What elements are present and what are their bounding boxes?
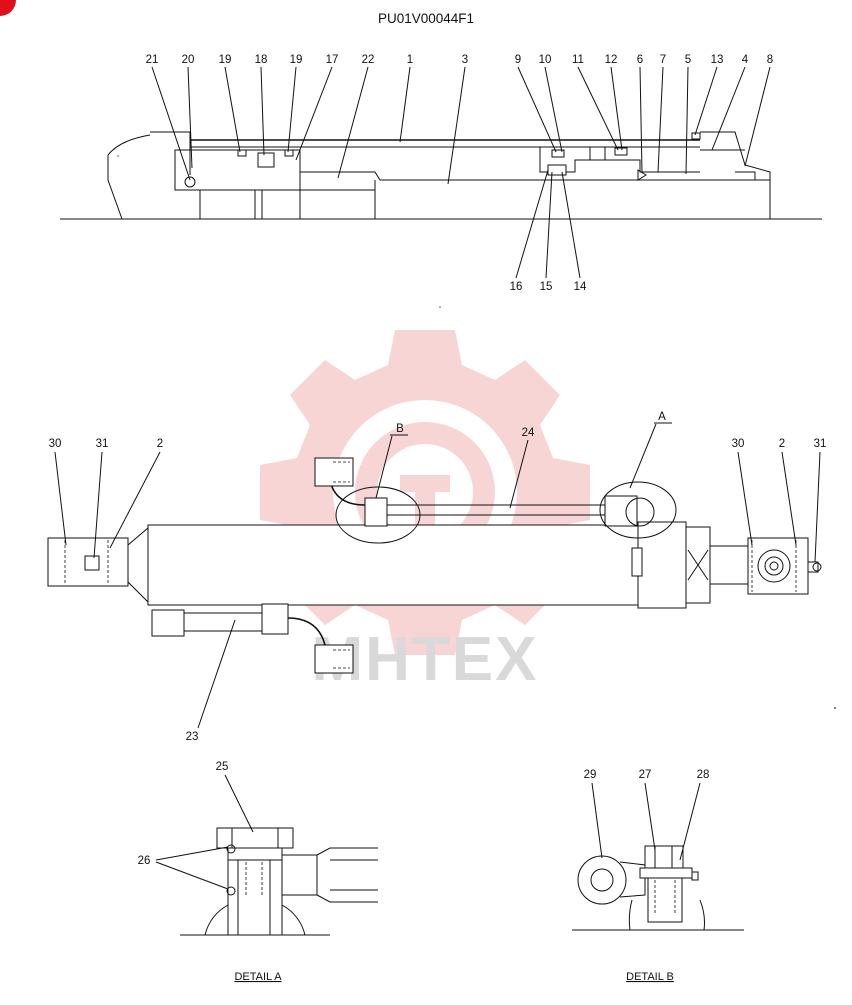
callout-label: A — [658, 411, 666, 423]
watermark-gear-logo — [260, 330, 590, 655]
callout-label: 14 — [574, 281, 587, 293]
callout-label: 3 — [462, 54, 468, 66]
callout-label: 13 — [711, 54, 724, 66]
callout-label: 23 — [186, 731, 199, 743]
callout-label: 17 — [326, 54, 339, 66]
section-callouts-bottom: 16 15 14 — [510, 169, 587, 293]
detail-b: 29 27 28 DETAIL B — [572, 769, 744, 983]
section-callouts-top: 21 20 19 18 19 17 22 1 3 9 10 11 12 6 7 … — [146, 54, 774, 66]
callout-label: 25 — [216, 761, 229, 773]
callout-label: 10 — [539, 54, 552, 66]
callout-label: 16 — [510, 281, 523, 293]
callout-label: 30 — [732, 438, 745, 450]
callout-label: 2 — [157, 438, 163, 450]
callout-label: B — [396, 423, 404, 435]
callout-label: 26 — [138, 855, 151, 867]
callout-label: 1 — [407, 54, 413, 66]
callout-label: 19 — [290, 54, 303, 66]
callout-label: 9 — [515, 54, 521, 66]
assembly-view: 30 31 2 30 2 31 B A 24 23 — [47, 411, 827, 743]
callout-label: 12 — [605, 54, 618, 66]
callout-label: 4 — [742, 54, 749, 66]
detail-a-title: DETAIL A — [234, 971, 282, 983]
assembly-callouts: 30 31 2 30 2 31 B A 24 23 — [49, 411, 827, 743]
callout-label: 11 — [572, 54, 584, 66]
callout-label: 27 — [639, 769, 652, 781]
callout-label: 22 — [362, 54, 375, 66]
corner-badge — [0, 0, 16, 16]
callout-label: 20 — [182, 54, 195, 66]
callout-label: 21 — [146, 54, 159, 66]
callout-label: 5 — [685, 54, 691, 66]
section-view: 21 20 19 18 19 17 22 1 3 9 10 11 12 6 7 … — [60, 54, 822, 293]
callout-label: 31 — [814, 438, 827, 450]
callout-label: 31 — [96, 438, 109, 450]
callout-label: 7 — [660, 54, 666, 66]
detail-b-title: DETAIL B — [626, 971, 674, 983]
section-leader-lines — [151, 66, 771, 185]
callout-label: 29 — [584, 769, 597, 781]
callout-label: 24 — [522, 427, 535, 439]
callout-label: 6 — [637, 54, 643, 66]
detail-a: 25 26 DETAIL A — [138, 761, 378, 983]
callout-label: 18 — [255, 54, 268, 66]
callout-label: 19 — [219, 54, 232, 66]
drawing-id: PU01V00044F1 — [378, 11, 474, 26]
callout-label: 28 — [697, 769, 710, 781]
scan-specks — [117, 155, 836, 709]
callout-label: 2 — [779, 438, 785, 450]
callout-label: 30 — [49, 438, 62, 450]
callout-label: 8 — [767, 54, 773, 66]
callout-label: 15 — [540, 281, 553, 293]
